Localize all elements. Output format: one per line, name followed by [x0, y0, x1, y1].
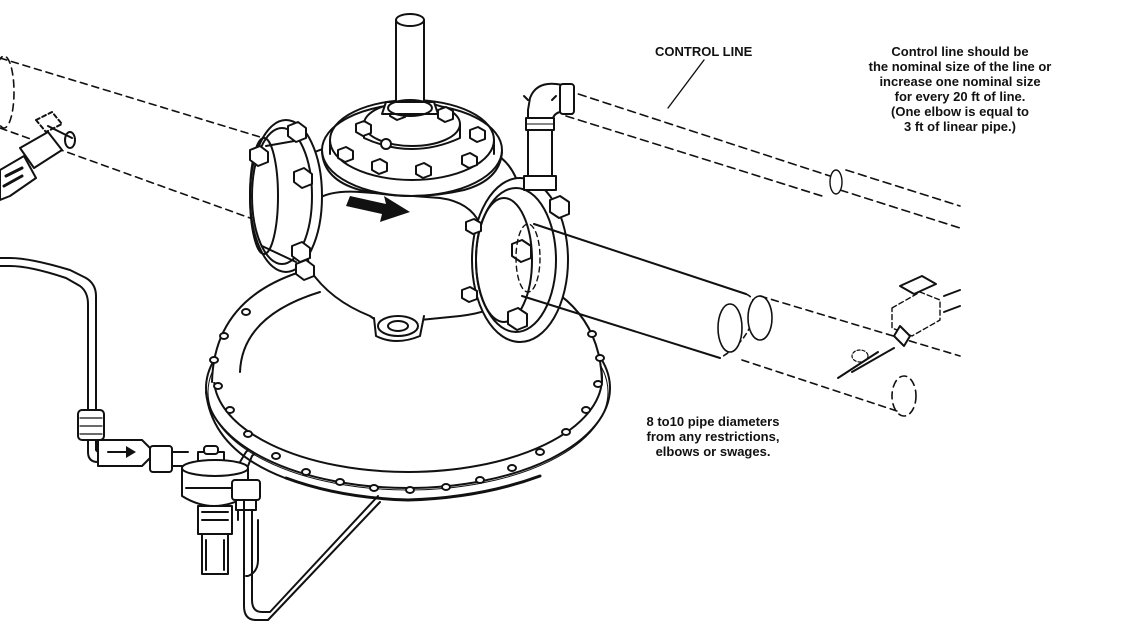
installation-diagram: CONTROL LINE Control line should be the … [0, 13, 1052, 621]
note-line: for every 20 ft of line. [894, 89, 1026, 104]
outlet-flange-bolts [461, 195, 570, 331]
upstream-hand-valve [0, 111, 76, 201]
downstream-pipe-dashed [741, 295, 961, 417]
pipe-break [717, 293, 773, 359]
note-line: increase one nominal size [879, 74, 1041, 89]
control-line-elbow [523, 82, 575, 191]
note-line: (One elbow is equal to [891, 104, 1029, 119]
pilot-regulator [181, 445, 261, 575]
control-line-sizing-note: Control line should be the nominal size … [795, 44, 1125, 134]
flow-direction-arrow [346, 196, 410, 222]
control-line-pipe [565, 89, 961, 229]
upstream-pipe [0, 55, 271, 219]
note-line: elbows or swages. [655, 444, 771, 459]
inline-filter [97, 439, 189, 473]
note-line: from any restrictions, [646, 429, 780, 444]
pipe-diameter-note: 8 to10 pipe diameters from any restricti… [628, 414, 798, 459]
regulator-illustration [0, 13, 961, 621]
control-line-leader [667, 59, 705, 109]
downstream-pipe [515, 223, 747, 359]
casing-bolts [209, 308, 605, 494]
tubing-fitting [77, 409, 105, 463]
note-line: Control line should be [891, 44, 1029, 59]
note-line: 3 ft of linear pipe.) [904, 119, 1016, 134]
downstream-hand-valve [837, 275, 961, 379]
control-line-label: CONTROL LINE [655, 44, 753, 59]
valve-stem [381, 13, 439, 117]
note-line: the nominal size of the line or [868, 59, 1052, 74]
pilot-supply-tubing [0, 257, 97, 411]
inlet-flange [249, 119, 323, 273]
inlet-flange-bolts [249, 121, 315, 281]
note-line: 8 to10 pipe diameters [646, 414, 780, 429]
